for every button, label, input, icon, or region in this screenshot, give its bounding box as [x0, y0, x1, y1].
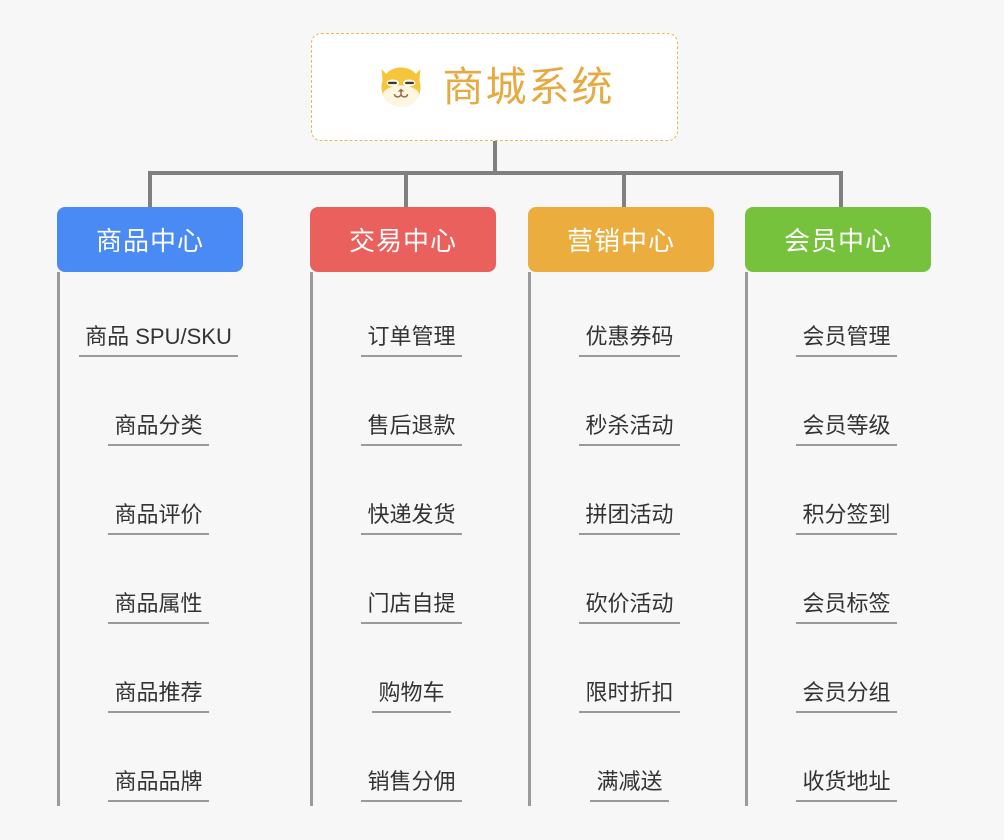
leaf-label: 商品品牌 [108, 769, 209, 802]
leaf-label: 会员等级 [796, 413, 897, 446]
leaf-item[interactable]: 限时折扣 [545, 628, 714, 717]
leaf-label: 售后退款 [361, 413, 462, 446]
leaf-label: 收货地址 [796, 769, 897, 802]
connector-drop-branch-3 [622, 171, 626, 209]
leaf-item[interactable]: 秒杀活动 [545, 361, 714, 450]
leaf-item[interactable]: 商品推荐 [74, 628, 243, 717]
leaf-list-1: 商品 SPU/SKU 商品分类 商品评价 商品属性 商品推荐 商品品牌 [57, 272, 243, 806]
leaf-item[interactable]: 门店自提 [327, 539, 496, 628]
leaf-item[interactable]: 购物车 [327, 628, 496, 717]
leaf-label: 商品属性 [108, 591, 209, 624]
leaf-item[interactable]: 商品属性 [74, 539, 243, 628]
leaf-item[interactable]: 售后退款 [327, 361, 496, 450]
leaf-label: 购物车 [372, 680, 451, 713]
branch-column-4: 会员中心 会员管理 会员等级 积分签到 会员标签 会员分组 收货地址 [745, 207, 931, 822]
branch-column-3: 营销中心 优惠券码 秒杀活动 拼团活动 砍价活动 限时折扣 满减送 [528, 207, 714, 822]
leaf-label: 优惠券码 [579, 324, 680, 357]
leaf-list-3: 优惠券码 秒杀活动 拼团活动 砍价活动 限时折扣 满减送 [528, 272, 714, 806]
leaf-item[interactable]: 商品评价 [74, 450, 243, 539]
connector-root-stem [493, 141, 497, 173]
leaf-label: 秒杀活动 [579, 413, 680, 446]
branch-column-2: 交易中心 订单管理 售后退款 快递发货 门店自提 购物车 销售分佣 [310, 207, 496, 822]
leaf-label: 拼团活动 [579, 502, 680, 535]
leaf-item[interactable]: 满减送 [545, 717, 714, 806]
leaf-item[interactable]: 会员标签 [762, 539, 931, 628]
shiba-dog-face-icon [381, 67, 420, 107]
leaf-label: 销售分佣 [361, 769, 462, 802]
leaf-item[interactable]: 会员管理 [762, 272, 931, 361]
leaf-label: 商品推荐 [108, 680, 209, 713]
leaf-label: 商品分类 [108, 413, 209, 446]
leaf-label: 会员分组 [796, 680, 897, 713]
leaf-item[interactable]: 积分签到 [762, 450, 931, 539]
leaf-item[interactable]: 销售分佣 [327, 717, 496, 806]
leaf-item[interactable]: 优惠券码 [545, 272, 714, 361]
connector-drop-branch-2 [404, 171, 408, 209]
leaf-item[interactable]: 会员分组 [762, 628, 931, 717]
leaf-label: 砍价活动 [579, 591, 680, 624]
leaf-label: 会员管理 [796, 324, 897, 357]
leaf-item[interactable]: 快递发货 [327, 450, 496, 539]
leaf-item[interactable]: 订单管理 [327, 272, 496, 361]
leaf-item[interactable]: 收货地址 [762, 717, 931, 806]
leaf-list-2: 订单管理 售后退款 快递发货 门店自提 购物车 销售分佣 [310, 272, 496, 806]
leaf-item[interactable]: 会员等级 [762, 361, 931, 450]
connector-horizontal-bus [148, 171, 841, 175]
leaf-item[interactable]: 商品品牌 [74, 717, 243, 806]
leaf-label: 满减送 [590, 769, 669, 802]
category-box-4[interactable]: 会员中心 [745, 207, 931, 272]
category-box-1[interactable]: 商品中心 [57, 207, 243, 272]
root-title: 商城系统 [442, 63, 615, 110]
leaf-list-4: 会员管理 会员等级 积分签到 会员标签 会员分组 收货地址 [745, 272, 931, 806]
leaf-label: 会员标签 [796, 591, 897, 624]
category-box-2[interactable]: 交易中心 [310, 207, 496, 272]
connector-drop-branch-1 [148, 171, 152, 209]
connector-drop-branch-4 [839, 171, 843, 209]
leaf-label: 积分签到 [796, 502, 897, 535]
category-box-3[interactable]: 营销中心 [528, 207, 714, 272]
leaf-label: 商品 SPU/SKU [79, 324, 238, 357]
leaf-item[interactable]: 商品分类 [74, 361, 243, 450]
leaf-label: 门店自提 [361, 591, 462, 624]
leaf-item[interactable]: 拼团活动 [545, 450, 714, 539]
leaf-item[interactable]: 砍价活动 [545, 539, 714, 628]
leaf-label: 订单管理 [361, 324, 462, 357]
branch-column-1: 商品中心 商品 SPU/SKU 商品分类 商品评价 商品属性 商品推荐 商品品牌 [57, 207, 243, 822]
leaf-label: 快递发货 [361, 502, 462, 535]
root-node[interactable]: 商城系统 [311, 33, 678, 141]
leaf-label: 限时折扣 [579, 680, 680, 713]
leaf-item[interactable]: 商品 SPU/SKU [74, 272, 243, 361]
leaf-label: 商品评价 [108, 502, 209, 535]
